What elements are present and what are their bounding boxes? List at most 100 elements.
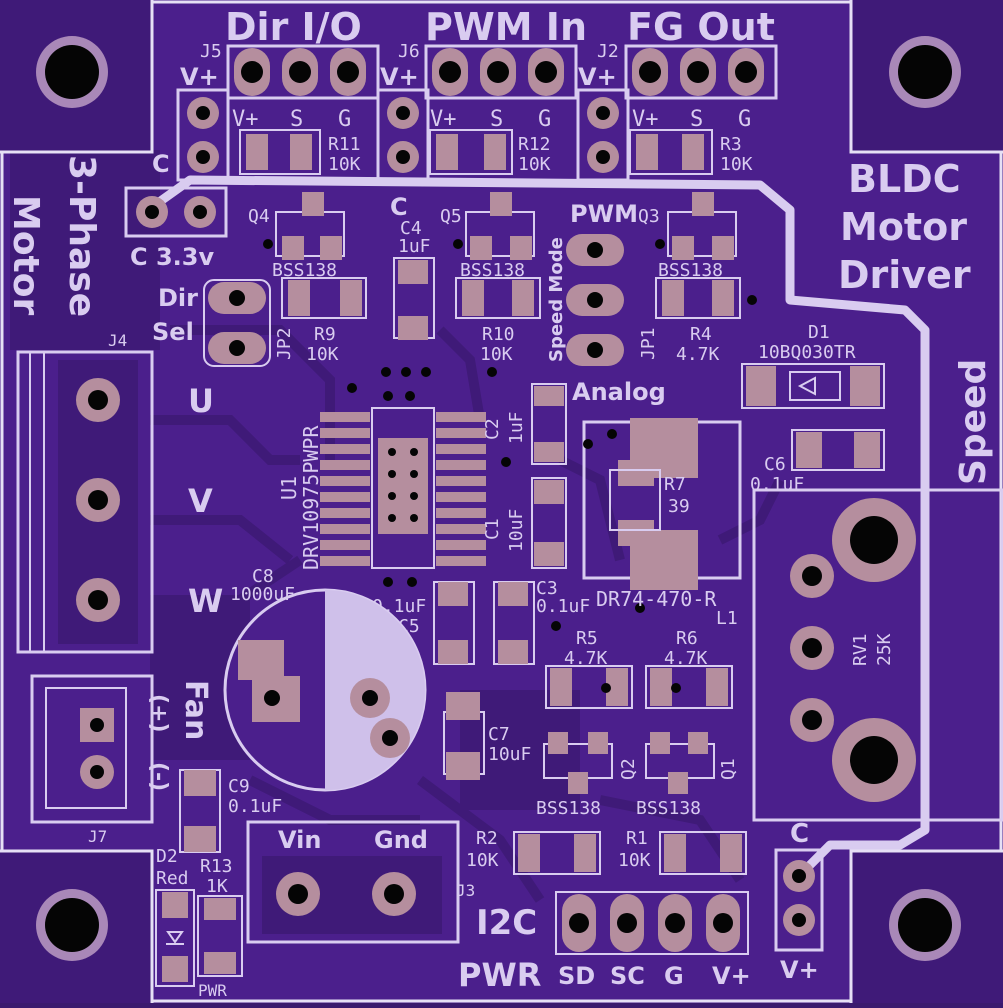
- d2-ref: D2: [156, 846, 178, 867]
- svg-text:V+: V+: [632, 107, 659, 132]
- capacitors-c3-c5: [433, 581, 561, 665]
- connector-j6: J6 V+ V+ S G: [380, 41, 578, 132]
- svg-text:S: S: [290, 107, 303, 132]
- u1-value: DRV10975PWPR: [299, 425, 323, 570]
- right-vplus-label: V+: [780, 956, 819, 984]
- transistors-top: [263, 192, 737, 260]
- potentiometer-rv1: [752, 488, 1003, 822]
- q1-value: BSS138: [636, 798, 701, 819]
- pwr-small-label: PWR: [198, 981, 227, 1000]
- header-fg-out: FG Out: [627, 5, 775, 49]
- l1-ref: L1: [716, 608, 738, 629]
- r11-value: 10K: [328, 154, 361, 175]
- label-motor: Motor: [5, 195, 46, 315]
- rv1-value: 25K: [874, 633, 895, 666]
- capacitor-c4: [393, 257, 435, 340]
- q3-value: BSS138: [658, 260, 723, 281]
- q5-ref: Q5: [440, 206, 462, 227]
- resistors-row2: [281, 277, 757, 319]
- r6-ref: R6: [676, 628, 698, 649]
- capacitors-c2-c1: [531, 383, 567, 569]
- diode-d1: [741, 363, 885, 409]
- r2-ref: R2: [476, 828, 498, 849]
- speed-mode-label: Speed Mode: [546, 237, 567, 362]
- c1-value: 10uF: [506, 509, 527, 552]
- resistor-pads-top: [246, 134, 704, 170]
- fan-label: Fan: [178, 680, 213, 740]
- capacitor-c8: [223, 588, 427, 792]
- svg-text:G: G: [738, 107, 751, 132]
- vplus-label: V+: [712, 962, 751, 990]
- c1-ref: C1: [482, 518, 503, 540]
- svg-text:V+: V+: [232, 107, 259, 132]
- q2-ref: Q2: [618, 758, 639, 780]
- r10-ref: R10: [482, 324, 515, 345]
- transistors-bottom: [543, 732, 715, 794]
- svg-text:G: G: [538, 107, 551, 132]
- silk-power-trace: [152, 175, 930, 879]
- svg-text:V+: V+: [578, 63, 617, 91]
- svg-text:V+: V+: [430, 107, 457, 132]
- connector-j7-fan: [30, 674, 154, 824]
- c3-ref: C3: [536, 578, 558, 599]
- q4-ref: Q4: [248, 206, 270, 227]
- svg-text:J6: J6: [398, 41, 420, 62]
- r4-ref: R4: [690, 324, 712, 345]
- r9-value: 10K: [306, 344, 339, 365]
- resistor-outlines-top: [239, 129, 713, 175]
- r3-value: 10K: [720, 154, 753, 175]
- sc-label: SC: [610, 962, 645, 990]
- connector-j5: J5 V+ V+ S G: [180, 41, 380, 132]
- r13-value: 1K: [206, 876, 228, 897]
- resistors-r2-r1: [513, 831, 747, 875]
- c3-value: 0.1uF: [536, 596, 590, 617]
- terminal-j4: [16, 350, 154, 654]
- pwm-label: PWM: [570, 200, 638, 228]
- ic-u1: [320, 367, 511, 587]
- capacitor-c9: [179, 769, 221, 853]
- right-c-label: C: [790, 819, 809, 849]
- gnd-label: Gnd: [374, 826, 428, 854]
- d1-value: 10BQ030TR: [758, 342, 856, 363]
- label-v: V: [188, 482, 213, 520]
- led-d2: [155, 889, 195, 987]
- r1-ref: R1: [626, 828, 648, 849]
- q2-value: BSS138: [536, 798, 601, 819]
- fan-minus: (-): [146, 762, 171, 791]
- r11-ref: R11: [328, 134, 361, 155]
- c6-ref: C6: [764, 454, 786, 475]
- title-line1: BLDC: [848, 157, 961, 201]
- r13-ref: R13: [200, 856, 233, 877]
- jp1-label: JP1: [638, 327, 659, 360]
- r6-value: 4.7K: [664, 648, 708, 669]
- rv1-ref: RV1: [850, 633, 871, 666]
- svg-text:S: S: [690, 107, 703, 132]
- c8-value: 1000uF: [230, 584, 295, 605]
- c4-ref: C4: [400, 218, 422, 239]
- c4-value: 1uF: [398, 236, 431, 257]
- c7-value: 10uF: [488, 744, 531, 765]
- c2-value: 1uF: [506, 411, 527, 444]
- i2c-label: I2C: [476, 903, 537, 943]
- capacitor-c6: [791, 429, 885, 471]
- analog-label: Analog: [572, 378, 666, 406]
- dir-sel-label-1: Dir: [158, 284, 198, 312]
- c7-ref: C7: [488, 724, 510, 745]
- r3-ref: R3: [720, 134, 742, 155]
- r12-value: 10K: [518, 154, 551, 175]
- speed-label: Speed: [953, 359, 994, 485]
- j3-ref: J3: [456, 881, 475, 900]
- r5-ref: R5: [576, 628, 598, 649]
- jp2-label: JP2: [274, 327, 295, 360]
- header-dir-io: Dir I/O: [225, 5, 362, 49]
- q4-value: BSS138: [272, 260, 337, 281]
- r2-value: 10K: [466, 850, 499, 871]
- resistors-r5-r6: [545, 665, 733, 709]
- vin-label: Vin: [278, 826, 321, 854]
- pwr-label: PWR: [458, 956, 541, 994]
- svg-text:G: G: [338, 107, 351, 132]
- r7-value: 39: [668, 496, 690, 517]
